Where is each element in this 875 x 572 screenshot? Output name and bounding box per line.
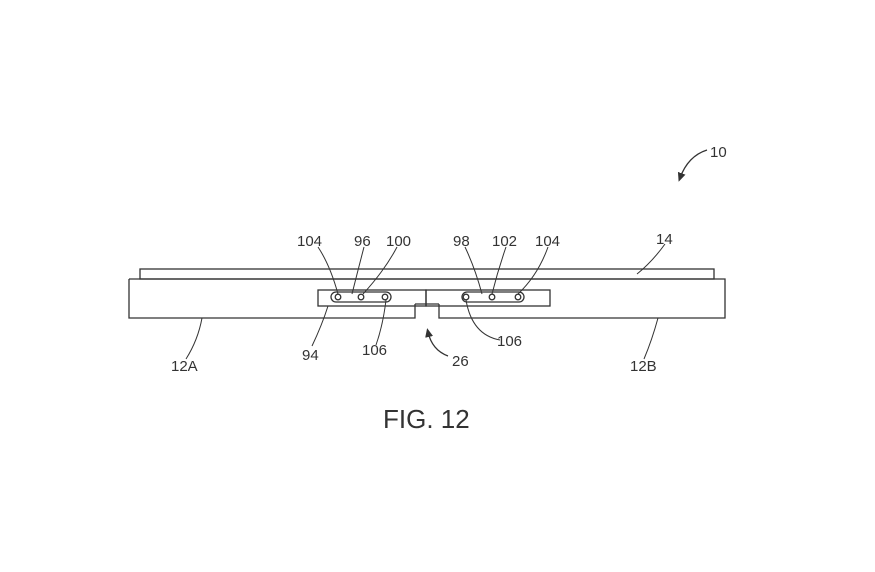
housing-body	[128, 278, 726, 319]
reference-labels: 10 14 104 96 100 98 102 104 94 106 106 2…	[171, 144, 727, 375]
figure-caption: FIG. 12	[383, 404, 470, 434]
leader-98	[464, 246, 483, 295]
label-104-right: 104	[535, 233, 560, 250]
pin-right-mid	[488, 293, 496, 301]
slot-left	[330, 291, 392, 303]
pins	[334, 293, 522, 301]
label-14: 14	[656, 231, 673, 248]
arrow-10	[677, 149, 708, 182]
pin-right-outer	[514, 293, 522, 301]
leader-106-right	[465, 299, 501, 341]
label-26: 26	[452, 353, 469, 370]
label-94: 94	[302, 347, 319, 364]
arrows	[425, 149, 708, 357]
pin-left-outer	[334, 293, 342, 301]
label-106-left: 106	[362, 342, 387, 359]
leader-14	[636, 243, 666, 275]
leader-100	[362, 246, 398, 295]
label-10: 10	[710, 144, 727, 161]
leader-12b	[643, 317, 659, 360]
pin-right-inner	[462, 293, 470, 301]
label-104-left: 104	[297, 233, 322, 250]
label-106-right: 106	[497, 333, 522, 350]
label-96: 96	[354, 233, 371, 250]
label-12a: 12A	[171, 358, 198, 375]
leader-104-right	[517, 246, 549, 295]
hinge-plate-right	[425, 289, 551, 307]
label-12b: 12B	[630, 358, 657, 375]
label-98: 98	[453, 233, 470, 250]
display-layer	[139, 268, 715, 280]
pin-left-inner	[381, 293, 389, 301]
label-102: 102	[492, 233, 517, 250]
leader-102	[491, 246, 507, 295]
leader-96	[351, 246, 365, 295]
arrow-26	[425, 328, 449, 357]
pin-left-mid	[357, 293, 365, 301]
label-100: 100	[386, 233, 411, 250]
leader-106-left	[375, 299, 387, 346]
leader-lines	[185, 243, 666, 360]
leader-94	[311, 305, 329, 347]
leader-12a	[185, 317, 203, 360]
leader-104-left	[317, 246, 339, 295]
